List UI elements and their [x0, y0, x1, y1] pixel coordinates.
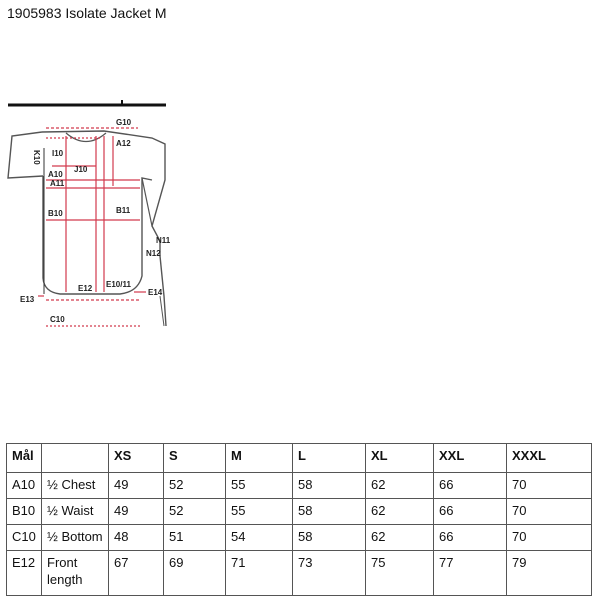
measure-code: A10 [6, 472, 42, 499]
header-cell: L [292, 443, 366, 473]
label-j10: J10 [74, 165, 88, 174]
size-value: 48 [108, 524, 164, 551]
table-row: E12 Front length 67 69 71 73 75 77 79 [6, 550, 592, 596]
label-c10: C10 [50, 315, 65, 324]
size-value: 49 [108, 472, 164, 499]
header-cell [41, 443, 109, 473]
size-value: 70 [506, 498, 592, 525]
table-header-row: Mål XS S M L XL XXL XXXL [6, 443, 592, 473]
size-value: 69 [163, 550, 226, 596]
header-cell: XL [365, 443, 434, 473]
size-value: 62 [365, 472, 434, 499]
size-value: 67 [108, 550, 164, 596]
size-value: 79 [506, 550, 592, 596]
label-a10: A10 [48, 170, 63, 179]
label-e13: E13 [20, 295, 35, 304]
header-cell: S [163, 443, 226, 473]
size-value: 71 [225, 550, 293, 596]
size-value: 58 [292, 524, 366, 551]
size-value: 70 [506, 524, 592, 551]
size-value: 51 [163, 524, 226, 551]
label-e12: E12 [78, 284, 93, 293]
measure-code: E12 [6, 550, 42, 596]
jacket-measurement-diagram: G10 A12 K10 I10 J10 A10 A11 B10 B11 N11 … [0, 96, 170, 334]
document-title: 1905983 Isolate Jacket M [7, 5, 167, 21]
label-b10: B10 [48, 209, 63, 218]
size-value: 58 [292, 472, 366, 499]
size-value: 49 [108, 498, 164, 525]
measure-label: ½ Bottom [41, 524, 109, 551]
measure-label: ½ Waist [41, 498, 109, 525]
label-g10: G10 [116, 118, 132, 127]
size-value: 52 [163, 472, 226, 499]
size-value: 70 [506, 472, 592, 499]
size-value: 52 [163, 498, 226, 525]
label-k10: K10 [32, 150, 41, 165]
size-value: 54 [225, 524, 293, 551]
header-cell: XXXL [506, 443, 592, 473]
size-value: 66 [433, 498, 507, 525]
label-e14: E14 [148, 288, 163, 297]
measure-label: Front length [41, 550, 109, 596]
measure-code: C10 [6, 524, 42, 551]
table-row: C10 ½ Bottom 48 51 54 58 62 66 70 [6, 524, 592, 551]
label-i10: I10 [52, 149, 64, 158]
header-cell: XS [108, 443, 164, 473]
size-value: 66 [433, 472, 507, 499]
header-cell: XXL [433, 443, 507, 473]
size-value: 66 [433, 524, 507, 551]
label-n12: N12 [146, 249, 161, 258]
size-value: 77 [433, 550, 507, 596]
size-chart-table: Mål XS S M L XL XXL XXXL A10 ½ Chest 49 … [6, 443, 592, 596]
table-row: A10 ½ Chest 49 52 55 58 62 66 70 [6, 472, 592, 499]
size-value: 55 [225, 498, 293, 525]
size-value: 62 [365, 524, 434, 551]
size-value: 75 [365, 550, 434, 596]
label-a12: A12 [116, 139, 131, 148]
label-n11: N11 [156, 236, 170, 245]
size-value: 73 [292, 550, 366, 596]
label-b11: B11 [116, 206, 131, 215]
measure-label: ½ Chest [41, 472, 109, 499]
measure-code: B10 [6, 498, 42, 525]
header-cell: M [225, 443, 293, 473]
header-cell: Mål [6, 443, 42, 473]
size-value: 58 [292, 498, 366, 525]
label-a11: A11 [50, 179, 65, 188]
jacket-sketch: G10 A12 K10 I10 J10 A10 A11 B10 B11 N11 … [7, 100, 170, 327]
table-row: B10 ½ Waist 49 52 55 58 62 66 70 [6, 498, 592, 525]
size-value: 55 [225, 472, 293, 499]
label-e1011: E10/11 [106, 280, 131, 289]
size-value: 62 [365, 498, 434, 525]
